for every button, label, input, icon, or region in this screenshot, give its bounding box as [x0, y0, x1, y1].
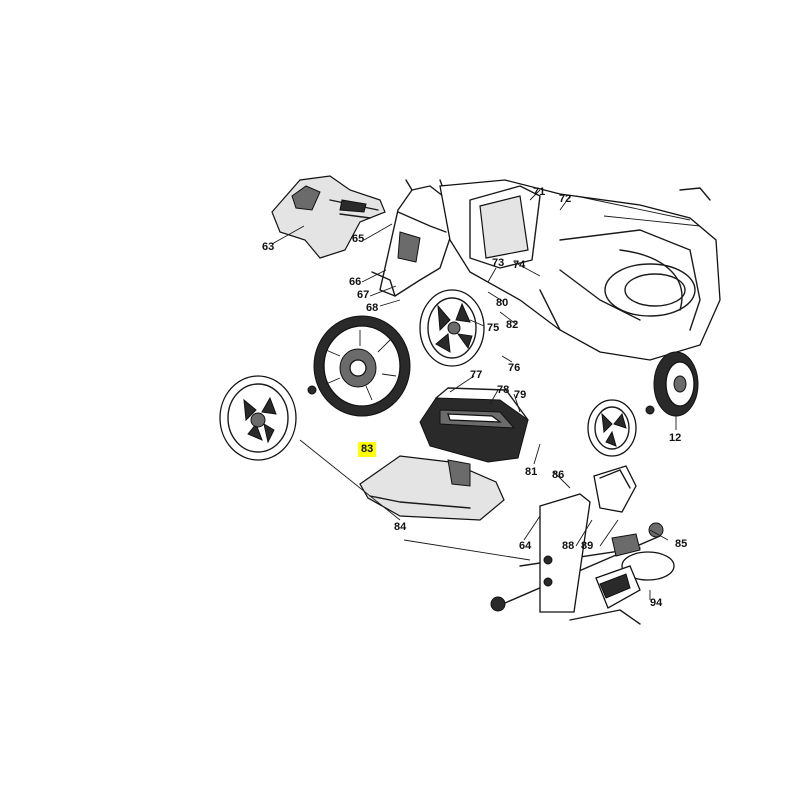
part-label-75: 75: [487, 322, 500, 334]
part-label-80: 80: [496, 297, 509, 309]
part-label-66: 66: [349, 276, 362, 288]
part-label-84: 84: [394, 521, 407, 533]
part-label-68: 68: [366, 302, 379, 314]
handle-bracket-part: [371, 179, 453, 297]
rear-chute-part: [271, 175, 386, 259]
part-label-74: 74: [513, 259, 526, 271]
part-label-94: 94: [650, 597, 663, 609]
wheel-cover-part: [219, 375, 297, 461]
part-label-64: 64: [519, 540, 532, 552]
part-label-81: 81: [525, 466, 538, 478]
part-label-88: 88: [562, 540, 575, 552]
axle-and-drive-part: [490, 465, 675, 625]
part-label-83-highlighted: 83: [358, 442, 377, 457]
part-label-65: 65: [352, 233, 365, 245]
part-label-82: 82: [506, 319, 519, 331]
rear-wheel-part: [307, 315, 411, 417]
part-label-85: 85: [675, 538, 688, 550]
part-label-63: 63: [262, 241, 275, 253]
small-spoked-wheel-part: [587, 399, 655, 457]
part-label-76: 76: [508, 362, 521, 374]
rear-flap-part-84: [359, 455, 505, 521]
part-label-67: 67: [357, 289, 370, 301]
part-label-73: 73: [492, 257, 505, 269]
spoked-wheel-part: [419, 289, 485, 367]
leader-lines: [271, 189, 701, 600]
mower-deck-housing: [439, 179, 721, 361]
front-right-wheel-part: [653, 351, 699, 417]
part-label-79: 79: [514, 389, 527, 401]
part-label-12: 12: [669, 432, 682, 444]
part-label-71: 71: [533, 186, 546, 198]
part-label-72: 72: [559, 193, 572, 205]
part-label-86: 86: [552, 469, 565, 481]
part-label-89: 89: [581, 540, 594, 552]
part-label-78: 78: [497, 384, 510, 396]
deflector-flap-part-83: [419, 387, 529, 463]
part-label-77: 77: [470, 369, 483, 381]
